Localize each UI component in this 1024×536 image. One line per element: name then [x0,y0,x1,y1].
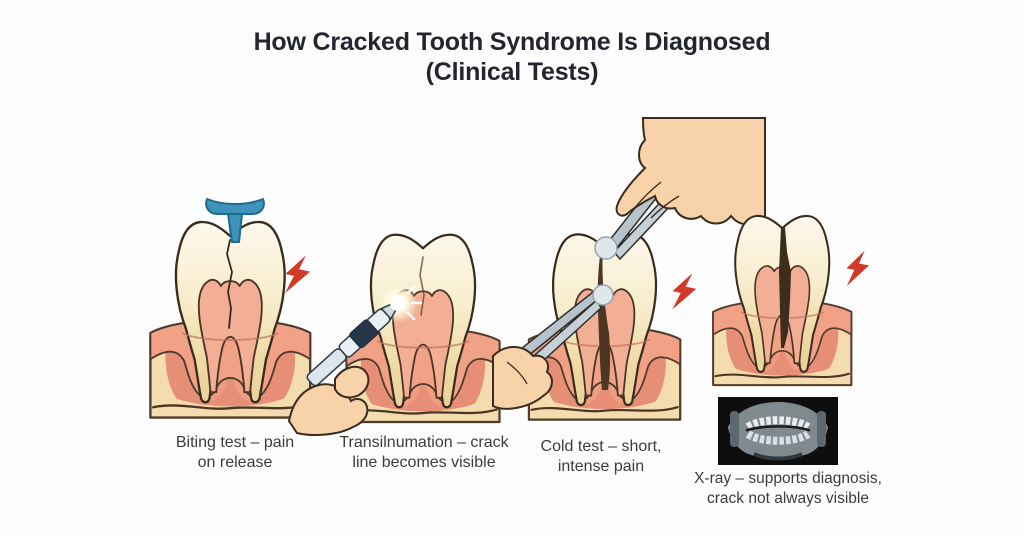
lower-cotton-instrument [515,284,614,372]
cotton-pellet [592,284,614,306]
caption-x-ray-test: X-ray – supports diagnosis, crack not al… [678,469,898,508]
crack-line [226,239,233,329]
cotton-pellet [594,236,618,260]
caption-line: Transilnumation – crack [339,434,509,451]
page-title-line1: How Cracked Tooth Syndrome Is Diagnosed [253,28,771,56]
caption-line: crack not always visible [707,489,869,507]
page-title-line2: (Clinical Tests) [425,58,599,86]
lower-hand [492,346,553,410]
panoramic-xray-image [718,397,838,465]
crack-line [779,227,791,348]
upper-hand [615,117,766,226]
panel-cold-test [492,117,766,423]
pain-bolt-icon [668,270,700,314]
panel-x-ray-test [702,200,874,400]
pain-bolt-icon [843,248,872,290]
panel-biting-test [144,170,314,420]
caption-line: Biting test – pain [175,434,295,451]
x-ray-tooth-illustration [712,214,872,387]
bite-stick-tool [205,198,265,243]
caption-line: line becomes visible [352,453,496,471]
caption-transillumination-test: Transilnumation – crack line becomes vis… [333,433,515,472]
transillumination-illustration [287,233,501,436]
page-title: How Cracked Tooth Syndrome Is Diagnosed … [0,27,1024,87]
caption-line: intense pain [557,457,645,475]
caption-line: on release [197,453,273,471]
biting-test-illustration [149,198,314,419]
panel-transillumination-test [287,205,510,436]
transillumination-pen [306,283,423,387]
caption-line: Cold test – short, [540,438,662,455]
panoramic-xray-graphic [718,397,838,465]
dentist-hand [287,365,370,436]
caption-biting-test: Biting test – pain on release [150,433,320,472]
crack-line [419,256,425,316]
caption-line: X-ray – supports diagnosis, [694,470,882,487]
cold-test-illustration [492,117,766,421]
caption-cold-test: Cold test – short, intense pain [515,437,687,476]
